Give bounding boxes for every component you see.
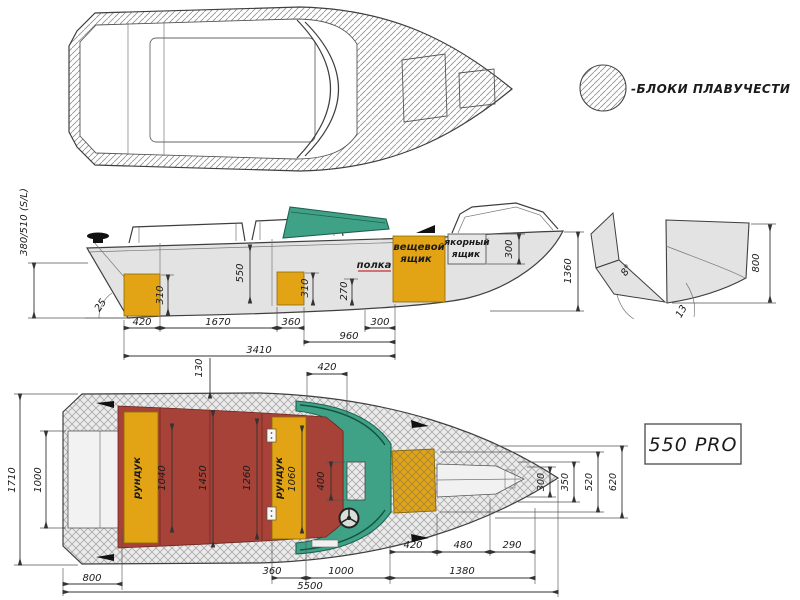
top-view-bow-hatch-large [401,53,448,123]
top-view-cockpit [79,18,358,160]
storage-box-label-1: вещевой [393,242,444,253]
dim-bow-350: 350 [560,473,571,491]
side-locker-mid [276,271,305,306]
transom-section: 8° 13 800 [590,211,776,320]
shelf-label: полка [357,260,392,271]
side-view: вещевой ящик якорный ящик полка 25 [85,202,564,319]
nav-light-icon [416,225,435,233]
dim-deck-420: 420 [403,540,422,551]
storage-box-label-2: ящик [399,254,431,265]
top-view-bow-hatch-small [458,68,496,109]
dim-floor-1450: 1450 [198,465,209,490]
side-locker-aft [123,273,161,317]
dim-side-angle: 13 [674,303,690,320]
dim-seg-300: 300 [370,317,389,328]
grab-rail-aft [128,222,246,244]
legend-label: -БЛОКИ ПЛАВУЧЕСТИ [631,82,790,96]
plan-locker-aft [123,411,159,544]
bow-rail [451,202,559,234]
dim-deck-480: 480 [453,540,472,551]
dim-total-5500: 5500 [297,581,322,592]
plan-view-dimensions: 1710 1000 130 420 1040 1450 1260 1060 40… [7,358,628,597]
dim-transom-1000: 1000 [33,467,44,492]
console-recess [346,461,366,501]
floor-step [311,539,339,548]
dim-locker-aft-h: 310 [155,285,166,304]
model-name: 550 PRO [649,434,738,456]
dim-stern-800: 800 [82,573,101,584]
dim-transom-height: 380/510 (S/L) [19,188,30,256]
bow-recess [436,463,525,498]
cleat-icon [96,401,114,408]
dim-seg-960: 960 [339,331,358,342]
dim-floor-1260: 1260 [242,465,253,490]
dim-total-3410: 3410 [246,345,271,356]
steering-wheel-icon [338,507,360,529]
cleat-icon [411,534,429,542]
dim-bow-520: 520 [584,473,595,491]
dim-locker-mid-1060: 1060 [287,466,298,491]
dim-deck-290: 290 [502,540,521,551]
cleat-icon [411,420,429,428]
dim-bow-300: 300 [536,473,547,491]
dim-mid-360: 360 [262,566,281,577]
transom-side-plate [590,211,620,269]
dim-bow-height: 1360 [563,258,574,283]
side-view-dimensions: 420 1670 360 300 960 3410 550 310 310 27… [19,188,584,360]
dim-windshield-420: 420 [317,362,336,373]
anchor-box-label-2: ящик [451,250,481,260]
locker-latch [266,506,277,521]
dim-shelf-h: 270 [339,281,350,300]
dim-seg-420: 420 [132,317,151,328]
dim-locker-aft-1040: 1040 [157,465,168,490]
dim-beam-1710: 1710 [7,467,18,492]
cleat-icon [96,554,114,561]
anchor-box-label-1: якорный [443,238,490,248]
dim-bow-620: 620 [608,473,619,491]
dim-seg-360: 360 [281,317,300,328]
top-view [68,6,513,172]
top-view-windshield-icon [296,19,332,159]
dim-mid-1000: 1000 [328,566,353,577]
dim-seg-1670: 1670 [205,317,230,328]
buoyancy-legend: -БЛОКИ ПЛАВУЧЕСТИ [579,64,790,112]
transom-well [67,430,121,529]
dim-bow-1380: 1380 [449,566,474,577]
locker-aft-label: рундук [132,457,143,500]
transom-half-section [665,219,750,304]
motor-mount-icon [87,232,109,240]
transom-bottom-plate [595,259,667,303]
model-badge: 550 PRO [644,423,742,465]
windshield-side [282,206,390,239]
storage-box [392,235,446,303]
dim-locker-mid-h: 310 [300,278,311,297]
dim-anchor-h: 300 [504,239,515,258]
dim-cockpit-depth: 550 [235,263,246,282]
top-view-sole [149,37,316,143]
locker-mid-label: рундук [274,457,285,500]
dim-transom-800: 800 [751,253,762,272]
plan-view: рундук рундук [62,392,560,565]
dim-console-400: 400 [316,471,327,490]
dim-gunwale-130: 130 [194,358,205,377]
anchor-box [447,233,487,265]
locker-latch [266,428,277,443]
hatched-circle-icon [579,64,627,112]
dim-bottom-angle: 8° [619,263,635,279]
dim-transom-angle: 25 [93,297,109,314]
